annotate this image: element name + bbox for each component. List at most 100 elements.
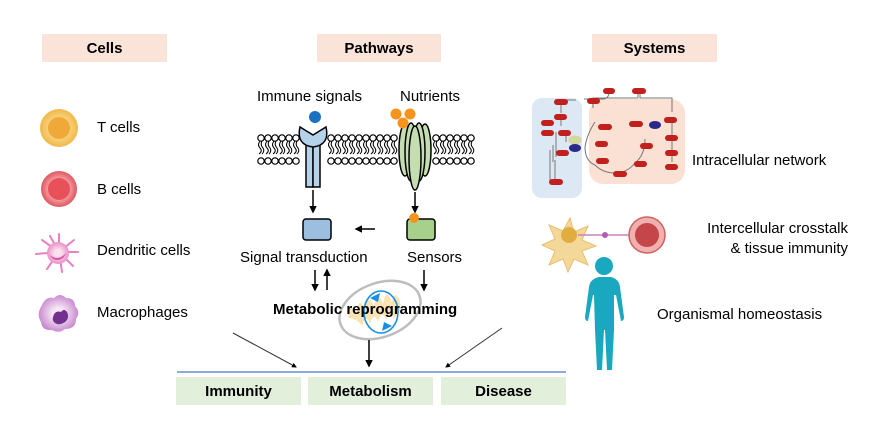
immune-receptor-icon [298,125,328,188]
b-cell-icon [41,171,77,207]
lipid-tail [293,140,300,155]
sensor-nutrient-icon [409,213,419,223]
lipid-tail [370,140,377,155]
lipid-head [446,134,454,142]
lipid-head [362,157,370,165]
intercellular-crosstalk-line1: Intercellular crosstalk [707,220,848,237]
lipid-head [432,134,440,142]
signal-transduction-box [302,218,332,241]
lipid-head [383,134,391,142]
lipid-head [369,157,377,165]
lipid-head [453,157,461,165]
lipid-tail [447,140,454,155]
immune-signals-label: Immune signals [257,88,363,105]
cell-crosstalk-icon [540,216,666,274]
sensors-label: Sensors [407,249,463,266]
lipid-head [271,134,279,142]
intercellular-crosstalk-label: Intercellular crosstalk & tissue immunit… [684,219,848,259]
lipid-tail [454,140,461,155]
lipid-head [257,157,265,165]
lipid-tail [391,140,398,155]
metabolic-reprogramming-label: Metabolic reprogramming [273,301,458,318]
lipid-tail [440,140,447,155]
signal-transduction-label: Signal transduction [240,249,368,266]
lipid-tail [363,140,370,155]
lipid-tail [468,140,475,155]
t-cell-icon [40,109,78,147]
lipid-head [355,157,363,165]
lipid-head [341,157,349,165]
lipid-tail [384,140,391,155]
lipid-head [292,134,300,142]
lipid-head [285,134,293,142]
intercellular-crosstalk-line2: & tissue immunity [730,240,848,257]
lipid-head [460,157,468,165]
dendritic-cells-label: Dendritic cells [97,242,191,259]
lipid-tail [433,140,440,155]
lipid-tail [335,140,342,155]
lipid-head [390,134,398,142]
lipid-tail [328,140,335,155]
lipid-head [439,134,447,142]
sensor-box [406,218,436,241]
cells-header: Cells [42,34,167,62]
t-cells-label: T cells [97,119,141,136]
human-body-icon [585,257,624,370]
lipid-tail [286,140,293,155]
lipid-head [271,157,279,165]
dendritic-cell-icon [35,233,79,273]
lipid-tail [265,140,272,155]
lipid-head [432,157,440,165]
arrow-cells-to-outcomes [232,332,297,368]
lipid-head [334,157,342,165]
macrophage-icon [38,295,79,332]
lipid-head [334,134,342,142]
systems-header: Systems [592,34,717,62]
b-cells-label: B cells [97,181,142,198]
lipid-head [460,134,468,142]
lipid-head [369,134,377,142]
lipid-head [327,157,335,165]
lipid-tail [356,140,363,155]
lipid-head [376,134,384,142]
lipid-head [439,157,447,165]
lipid-head [264,157,272,165]
lipid-head [362,134,370,142]
arrow-systems-to-outcomes [445,327,503,368]
lipid-tail [349,140,356,155]
lipid-tail [258,140,265,155]
outcome-metabolism: Metabolism [308,377,433,405]
lipid-head [467,134,475,142]
lipid-head [446,157,454,165]
lipid-head [376,157,384,165]
pathways-header: Pathways [317,34,441,62]
lipid-head [348,134,356,142]
macrophages-label: Macrophages [97,304,188,321]
immune-ligand-icon [309,111,321,123]
lipid-tail [272,140,279,155]
lipid-head [285,157,293,165]
lipid-head [467,157,475,165]
mitochondrion-icon [338,279,422,341]
lipid-head [355,134,363,142]
lipid-tail [461,140,468,155]
organismal-homeostasis-label: Organismal homeostasis [657,306,823,323]
lipid-head [348,157,356,165]
lipid-head [264,134,272,142]
lipid-tail [377,140,384,155]
lipid-head [292,157,300,165]
network-icon [532,88,685,198]
nutrient-transporter-icon [398,122,432,191]
cell-membrane [257,134,475,165]
lipid-head [278,157,286,165]
lipid-head [383,157,391,165]
lipid-head [453,134,461,142]
lipid-head [341,134,349,142]
lipid-head [327,134,335,142]
lipid-tail [279,140,286,155]
nutrients-label: Nutrients [400,88,461,105]
lipid-head [278,134,286,142]
nutrient-molecules-icon [390,108,416,129]
intracellular-network-label: Intracellular network [692,152,827,169]
